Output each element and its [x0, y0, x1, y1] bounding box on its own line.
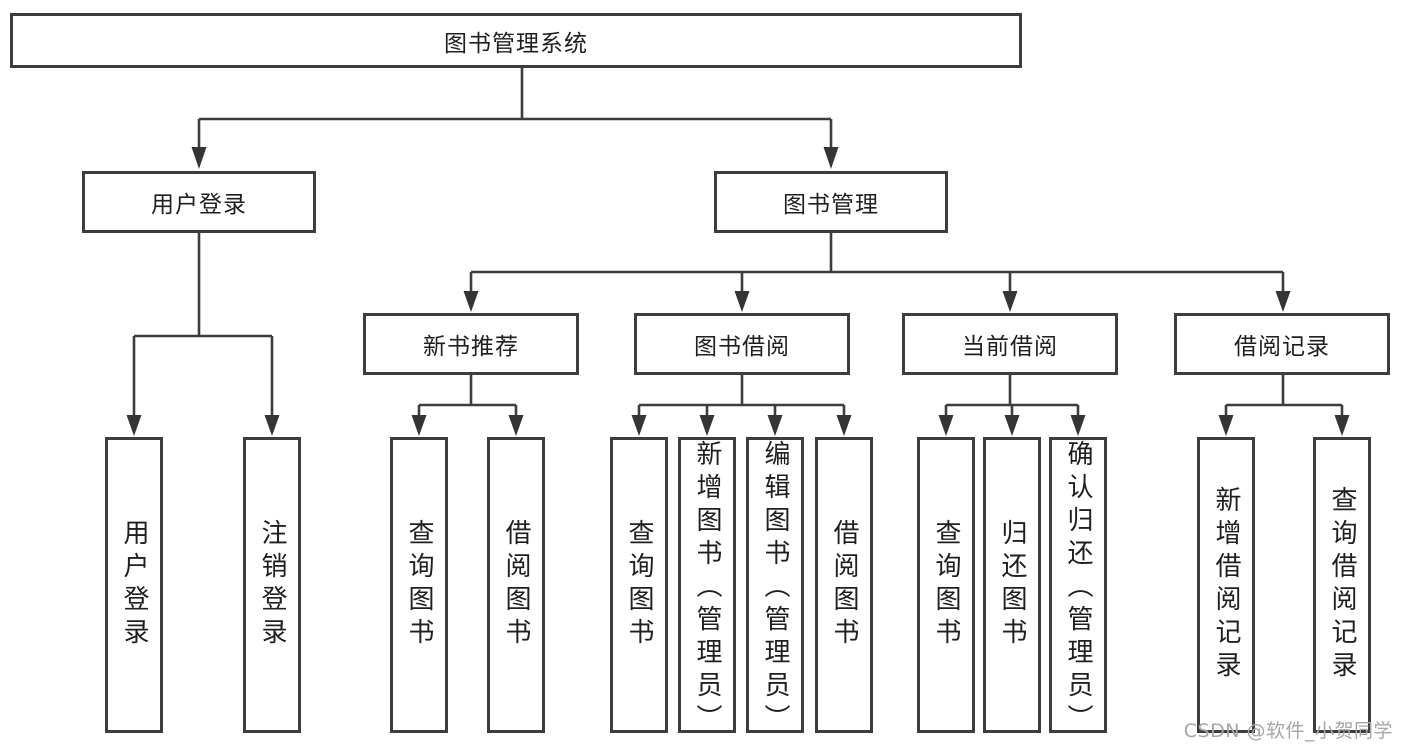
connector-records-to-leaves [1224, 375, 1344, 417]
csdn-watermark: CSDN @软件_小贺同学 [1183, 720, 1393, 742]
connector-login-to-leaves [132, 233, 274, 417]
connector-borrow-to-leaves [637, 375, 846, 417]
node-leaf-query-books-3: 查询图书 [917, 437, 975, 733]
node-leaf-user-login: 用户登录 [105, 437, 163, 733]
node-book-borrowing: 图书借阅 [634, 313, 850, 375]
node-borrowing-records: 借阅记录 [1174, 313, 1390, 375]
connector-newbook-to-leaves [417, 375, 518, 417]
connector-root-to-level2 [197, 68, 833, 148]
node-new-book-recommend: 新书推荐 [363, 313, 579, 375]
node-leaf-query-books-2: 查询图书 [610, 437, 668, 733]
arrowheads [126, 147, 1350, 436]
node-leaf-edit-books-admin: 编辑图书（管理员） [746, 437, 804, 737]
node-leaf-query-books-1: 查询图书 [390, 437, 448, 733]
node-leaf-borrow-books-2: 借阅图书 [815, 437, 873, 733]
node-user-login: 用户登录 [82, 171, 316, 233]
node-leaf-confirm-return-admin: 确认归还（管理员） [1049, 437, 1107, 737]
node-leaf-add-borrow-record: 新增借阅记录 [1197, 437, 1255, 733]
node-book-management: 图书管理 [714, 171, 948, 233]
node-leaf-query-borrow-record: 查询借阅记录 [1313, 437, 1371, 733]
connector-current-to-leaves [944, 375, 1080, 417]
node-leaf-return-books: 归还图书 [983, 437, 1041, 733]
connector-mgmt-to-level3 [469, 233, 1285, 292]
node-library-management-system: 图书管理系统 [10, 13, 1022, 68]
node-leaf-add-books-admin: 新增图书（管理员） [678, 437, 736, 737]
node-current-borrowing: 当前借阅 [902, 313, 1118, 375]
node-leaf-logout: 注销登录 [243, 437, 301, 733]
node-leaf-borrow-books-1: 借阅图书 [487, 437, 545, 733]
